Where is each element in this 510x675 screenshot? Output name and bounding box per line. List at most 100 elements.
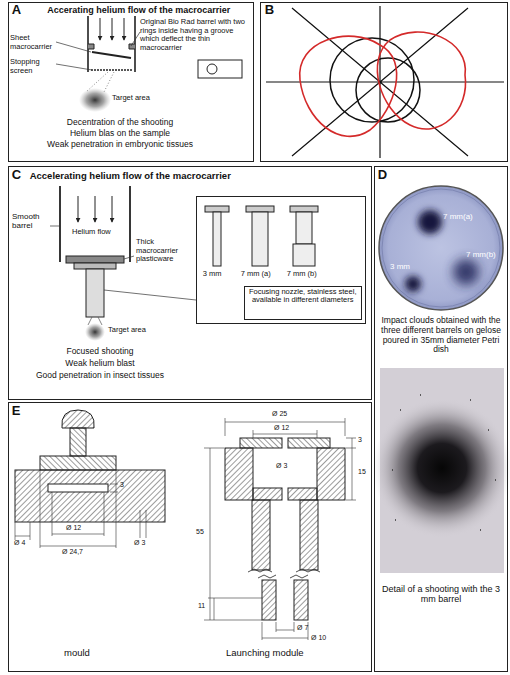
panel-frame: B: [260, 2, 508, 162]
result-note: Weak helium blast: [10, 359, 190, 369]
petri-rim: [382, 189, 500, 307]
panel-frame: E: [8, 402, 372, 672]
dimension-label: 3: [358, 436, 362, 444]
break-line: [248, 569, 320, 578]
drawing-title: mould: [64, 648, 90, 659]
dimension-label: 11: [198, 602, 205, 610]
flow-arrow: [100, 18, 101, 40]
nozzle-size: 3 mm: [203, 270, 222, 279]
callout-label: Helium flow: [72, 228, 111, 237]
result-note: Decentration of the shooting: [20, 118, 220, 128]
flow-arrow: [112, 196, 113, 222]
impact-cloud: [453, 259, 479, 285]
dimension-line: [204, 418, 356, 640]
panel-letter: E: [12, 404, 21, 419]
dimension-line: [15, 470, 146, 548]
impact-contour-red: [377, 32, 465, 129]
flow-arrow: [124, 18, 125, 40]
impact-label: 3 mm: [390, 262, 410, 271]
sheet-macrocarrier: [92, 52, 131, 58]
mould-plunger: [40, 456, 116, 470]
barrel-ring: [88, 44, 135, 49]
barrel-wall: [88, 16, 135, 72]
mould-cavity: [48, 484, 108, 492]
impact-contour: [356, 58, 420, 122]
flow-arrow: [78, 196, 79, 222]
panel-title: Accerating helium flow of the macrocarri…: [26, 5, 252, 15]
panel-letter: B: [265, 3, 274, 18]
result-note: Good penetration in insect tissues: [10, 371, 190, 381]
callout-label: Sheet macrocarrier: [10, 34, 60, 51]
note-box: Focusing nozzle, stainless steel, availa…: [244, 286, 362, 320]
ring-detail: [198, 60, 242, 78]
figure-caption: Impact clouds obtained with the three di…: [379, 316, 503, 355]
figure-caption: Detail of a shooting with the 3 mm barre…: [379, 584, 503, 605]
result-note: Focused shooting: [10, 347, 190, 357]
nozzle-size: 7 mm (a): [241, 270, 271, 279]
panel-title: Accelerating helium flow of the macrocar…: [30, 171, 270, 182]
callout-label: Target area: [108, 326, 146, 335]
dimension-label: Ø 12: [66, 524, 81, 532]
mould-body: [15, 470, 165, 522]
barrel-wall: [60, 186, 130, 262]
callout-label: Thick macrocarrier plasticware: [136, 238, 194, 264]
dimension-label: Ø 25: [272, 410, 287, 418]
dimension-label: 3: [120, 481, 124, 489]
nozzle-tube: [252, 212, 268, 266]
impact-contour-red: [300, 36, 397, 136]
nozzle-tube: [213, 212, 221, 266]
nozzle-cap: [205, 206, 229, 212]
ring-groove: [207, 64, 217, 74]
flow-arrow: [112, 18, 113, 40]
module-wall: [317, 448, 345, 500]
flow-arrow: [95, 196, 96, 222]
panel-frame: C Accelerating helium flow of the macroca…: [8, 166, 372, 400]
callout-label: Original Bio Rad barrel with two rings i…: [140, 18, 250, 53]
target-impact: [79, 88, 111, 112]
target-impact: [85, 323, 105, 341]
module-cap: [288, 438, 330, 448]
impact-cloud: [418, 210, 442, 234]
impact-cloud: [405, 276, 421, 292]
dimension-label: 15: [358, 468, 366, 476]
note-text: Focusing nozzle, stainless steel, availa…: [246, 288, 360, 305]
particle-speckle: [392, 395, 496, 530]
leader-line: [50, 226, 196, 300]
module-plate: [253, 488, 282, 500]
module-tube: [252, 500, 270, 570]
result-note: Helium blas on the sample: [20, 129, 220, 139]
nozzle-cap: [290, 206, 318, 212]
callout-label: Stopping screen: [10, 58, 60, 75]
result-note: Weak penetration in embryonic tissues: [20, 140, 220, 150]
nozzle-cap: [246, 206, 274, 212]
module-tube: [294, 580, 308, 620]
detail-impact: [372, 398, 510, 538]
module-tube: [262, 580, 276, 620]
callout-label: Smooth barrel: [12, 212, 58, 230]
drawing-title: Launching module: [226, 648, 304, 659]
impact-contour: [330, 38, 414, 122]
mould-handle: [62, 410, 94, 428]
nozzle-flange: [74, 263, 116, 269]
module-plate: [288, 488, 317, 500]
panel-letter: C: [12, 168, 21, 183]
panel-letter: D: [378, 168, 387, 183]
impact-label: 7 mm(a): [443, 212, 473, 221]
dimension-label: Ø 4: [14, 539, 25, 547]
nozzle-tube: [296, 212, 312, 244]
dimension-label: Ø 3: [276, 462, 287, 470]
nozzle-inset-box: 3 mm7 mm (a)7 mm (b)Focusing nozzle, sta…: [196, 196, 366, 324]
dimension-label: Ø 7: [297, 624, 308, 632]
module-tube: [300, 500, 318, 570]
nozzle-wide-end: [293, 244, 315, 266]
impact-label: 7 mm(b): [466, 250, 496, 259]
panel-letter: A: [12, 3, 21, 18]
dimension-label: Ø 24,7: [62, 548, 83, 556]
mould-stem: [70, 428, 86, 456]
module-cap: [240, 438, 282, 448]
focusing-nozzle: [86, 269, 104, 317]
leader-line: [56, 32, 140, 70]
callout-label: Target area: [112, 94, 150, 103]
axis-line: [266, 6, 504, 158]
